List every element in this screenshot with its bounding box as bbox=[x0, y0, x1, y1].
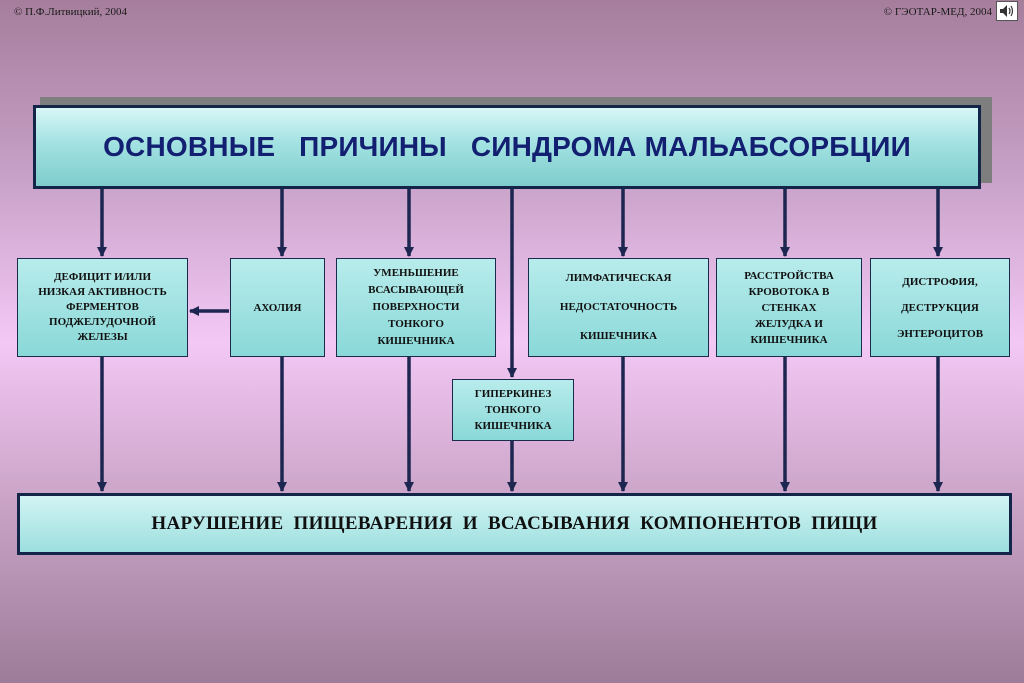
cause-lymphatic-insufficiency: ЛИМФАТИЧЕСКАЯ НЕДОСТАТОЧНОСТЬ КИШЕЧНИКА bbox=[528, 258, 709, 357]
cause-reduced-absorbing-surface: УМЕНЬШЕНИЕ ВСАСЫВАЮЩЕЙ ПОВЕРХНОСТИ ТОНКО… bbox=[336, 258, 496, 357]
cause-hyperkinesis: ГИПЕРКИНЕЗ ТОНКОГО КИШЕЧНИКА bbox=[452, 379, 574, 441]
cause-enzyme-deficit: ДЕФИЦИТ И/ИЛИ НИЗКАЯ АКТИВНОСТЬ ФЕРМЕНТО… bbox=[17, 258, 188, 357]
copyright-left: © П.Ф.Литвицкий, 2004 bbox=[14, 6, 127, 18]
cause-acholia: АХОЛИЯ bbox=[230, 258, 325, 357]
cause-blood-flow-disorders: РАССТРОЙСТВА КРОВОТОКА В СТЕНКАХ ЖЕЛУДКА… bbox=[716, 258, 862, 357]
result-box: НАРУШЕНИЕ ПИЩЕВАРЕНИЯ И ВСАСЫВАНИЯ КОМПО… bbox=[17, 493, 1012, 555]
title-box: ОСНОВНЫЕ ПРИЧИНЫ СИНДРОМА МАЛЬАБСОРБЦИИ bbox=[33, 105, 981, 189]
cause-enterocyte-dystrophy: ДИСТРОФИЯ, ДЕСТРУКЦИЯ ЭНТЕРОЦИТОВ bbox=[870, 258, 1010, 357]
diagram-title: ОСНОВНЫЕ ПРИЧИНЫ СИНДРОМА МАЛЬАБСОРБЦИИ bbox=[103, 131, 911, 162]
result-label: НАРУШЕНИЕ ПИЩЕВАРЕНИЯ И ВСАСЫВАНИЯ КОМПО… bbox=[151, 513, 878, 534]
copyright-right: © ГЭОТАР-МЕД, 2004 bbox=[883, 6, 992, 18]
speaker-icon[interactable] bbox=[996, 1, 1018, 21]
